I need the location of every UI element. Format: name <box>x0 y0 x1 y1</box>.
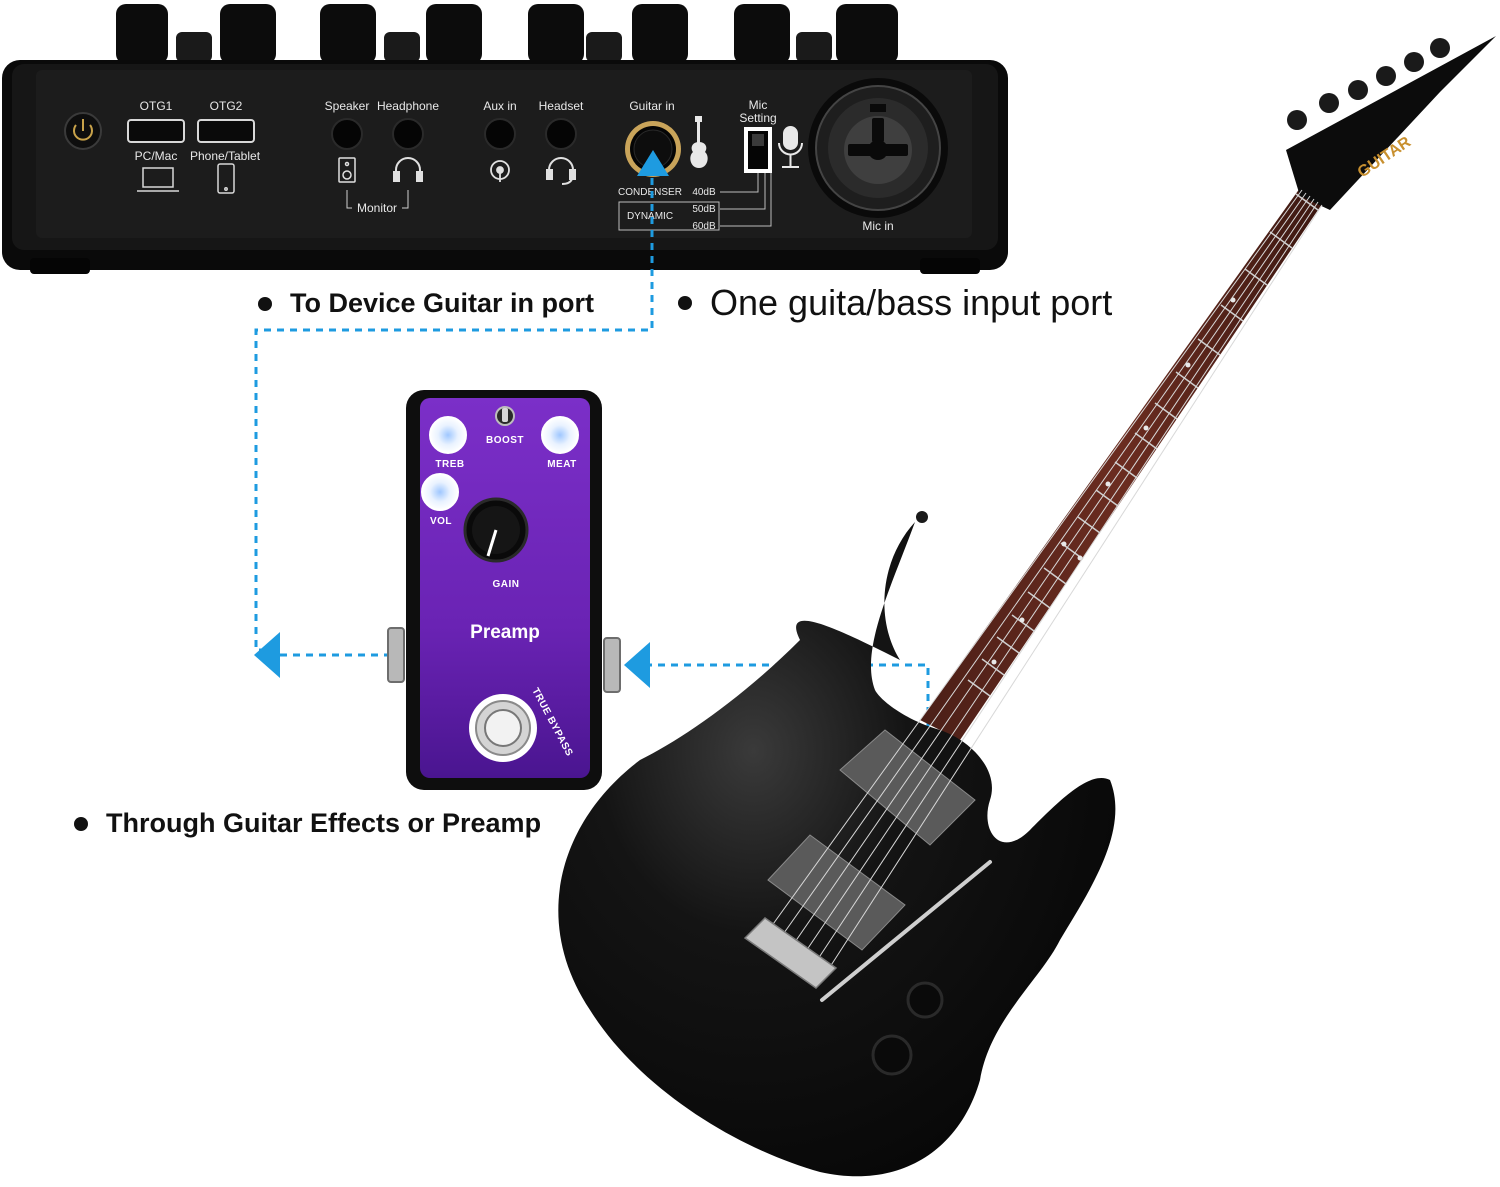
microphone-icon <box>778 126 803 168</box>
mic-in-label: Mic in <box>862 219 893 233</box>
bridge-pickup <box>767 834 906 951</box>
headphone-jack[interactable] <box>392 118 424 150</box>
meat-knob[interactable] <box>541 416 579 454</box>
tuning-pegs <box>1287 38 1450 130</box>
bullet-icon <box>678 296 692 310</box>
guitar-output-jack[interactable] <box>906 981 944 1019</box>
caption-to-device: To Device Guitar in port <box>258 288 594 319</box>
laptop-icon <box>137 167 179 192</box>
power-button[interactable] <box>64 112 102 150</box>
otg2-port[interactable] <box>197 119 255 143</box>
condenser-label: CONDENSER <box>618 187 682 198</box>
boost-label: BOOST <box>486 435 524 446</box>
guitar-in-label: Guitar in <box>629 99 674 113</box>
otg1-port[interactable] <box>127 119 185 143</box>
gain-40-label: 40dB <box>692 187 716 198</box>
headphone-icon <box>393 157 423 182</box>
aux-in-label: Aux in <box>483 99 516 113</box>
pedal-output-jack[interactable] <box>387 627 405 683</box>
phone-tablet-label: Phone/Tablet <box>190 149 261 163</box>
caption-one-input: One guita/bass input port <box>678 282 1112 324</box>
meat-label: MEAT <box>547 459 577 470</box>
speaker-label: Speaker <box>325 99 370 113</box>
aux-icon <box>490 160 510 182</box>
aux-in-jack[interactable] <box>484 118 516 150</box>
headset-jack[interactable] <box>545 118 577 150</box>
strings <box>757 189 1323 971</box>
mic-in-combo-jack[interactable] <box>808 78 948 218</box>
headset-label: Headset <box>539 99 584 113</box>
treb-label: TREB <box>435 459 464 470</box>
audio-interface: OTG1 OTG2 PC/Mac Phone/Tablet Speaker He… <box>2 4 1008 274</box>
electric-guitar: GUITAR <box>558 36 1496 1177</box>
headset-icon <box>546 157 576 185</box>
fret-inlays <box>991 297 1236 665</box>
mic-setting-label: Setting <box>739 111 776 125</box>
otg2-label: OTG2 <box>210 99 243 113</box>
guitar-headstock <box>1286 36 1496 210</box>
bullet-icon <box>74 816 88 831</box>
gain-knob[interactable] <box>463 497 529 563</box>
arrowhead-pedal-input <box>624 642 650 688</box>
monitor-label: Monitor <box>357 201 397 215</box>
arrowhead-left <box>254 632 280 678</box>
headphone-label: Headphone <box>377 99 439 113</box>
guitar-icon <box>690 116 708 168</box>
caption-through-effects: Through Guitar Effects or Preamp <box>74 808 541 839</box>
caption-through-effects-text: Through Guitar Effects or Preamp <box>106 808 542 838</box>
guitar-neck <box>920 188 1322 740</box>
vol-knob[interactable] <box>421 473 459 511</box>
gain-60-label: 60dB <box>692 221 716 232</box>
volume-knob[interactable] <box>871 1034 913 1076</box>
dynamic-label: DYNAMIC <box>627 211 673 222</box>
bullet-icon <box>258 296 272 311</box>
guitar-body <box>558 522 1116 1177</box>
guitar-in-arrow-head <box>637 150 669 176</box>
otg1-label: OTG1 <box>140 99 173 113</box>
mic-setting-switch[interactable] <box>744 127 772 173</box>
guitar-in-jack[interactable] <box>625 121 681 177</box>
vol-label: VOL <box>430 516 452 527</box>
guitar-bridge <box>743 917 838 989</box>
phone-icon <box>217 163 235 194</box>
path-guitar-to-pedal <box>640 663 930 1000</box>
gain-50-label: 50dB <box>692 204 716 215</box>
strap-button <box>916 511 928 523</box>
tremolo-arm <box>820 860 992 1002</box>
footswitch[interactable] <box>469 694 537 762</box>
pedal-input-jack[interactable] <box>603 637 621 693</box>
speaker-icon <box>338 157 356 183</box>
speaker-jack[interactable] <box>331 118 363 150</box>
neck-pickup <box>839 729 976 846</box>
pc-mac-label: PC/Mac <box>135 149 178 163</box>
mic-label: Mic <box>749 98 768 112</box>
pedal-name: Preamp <box>470 622 540 643</box>
preamp-pedal: BOOST TREB MEAT VOL GAIN Preamp TRUE BYP… <box>387 390 621 790</box>
gain-label: GAIN <box>493 579 520 590</box>
caption-to-device-text: To Device Guitar in port <box>290 288 595 318</box>
top-knobs <box>116 4 898 64</box>
boost-toggle[interactable] <box>495 406 515 426</box>
caption-one-input-text: One guita/bass input port <box>710 282 1113 323</box>
treb-knob[interactable] <box>429 416 467 454</box>
